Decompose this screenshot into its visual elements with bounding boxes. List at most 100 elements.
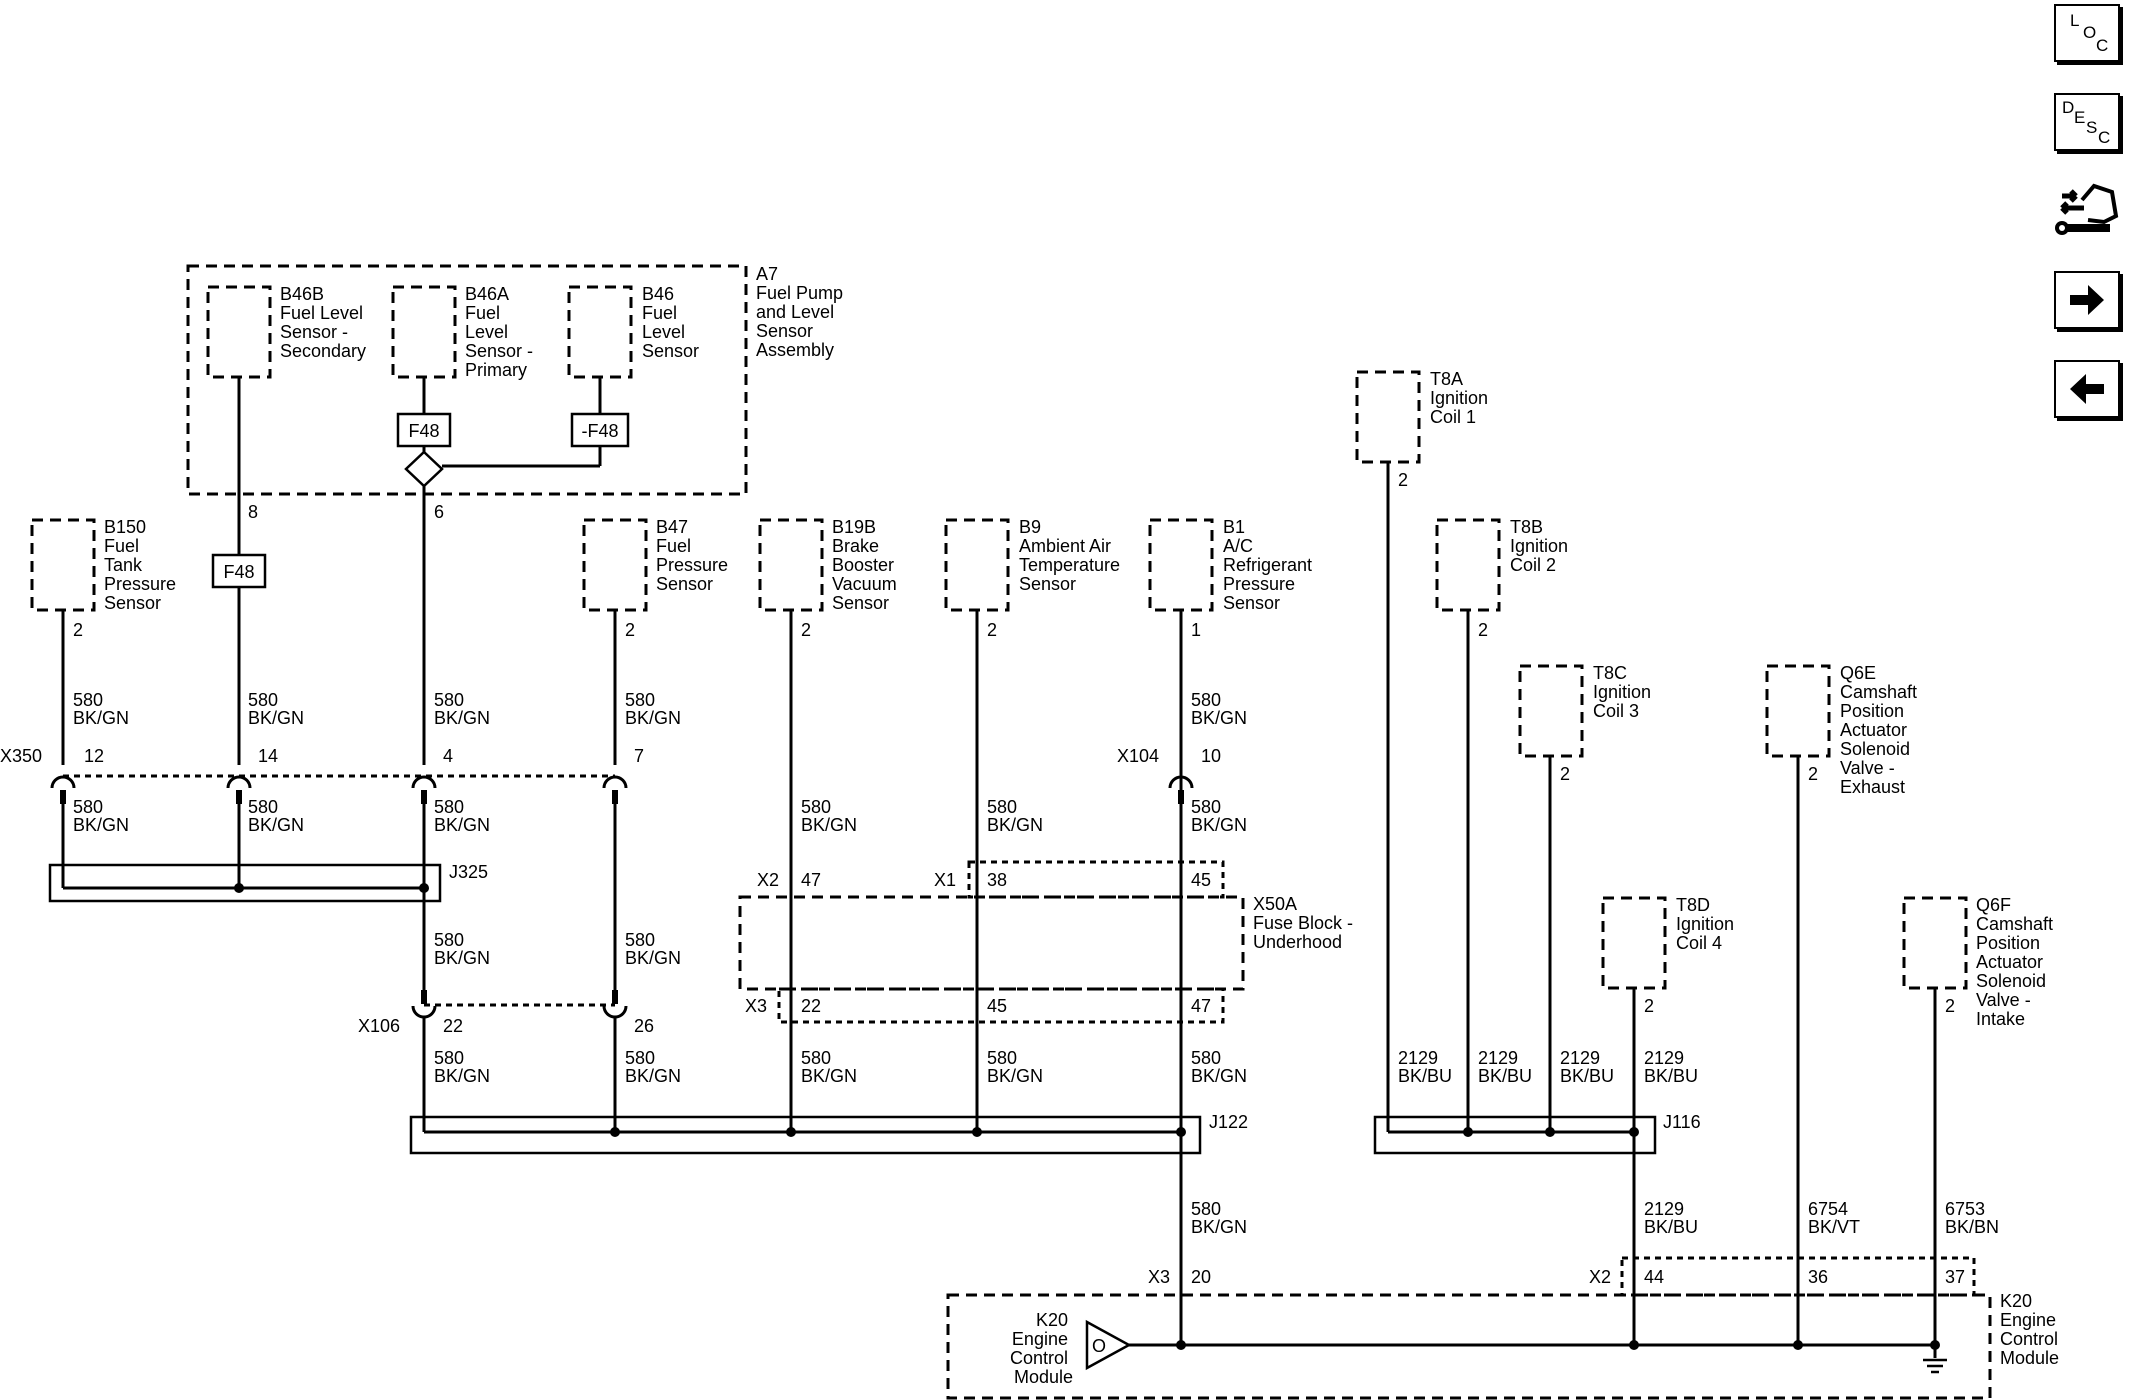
x3-fuse-pin-47: 47 bbox=[1191, 996, 1211, 1016]
t8a-coil-box bbox=[1355, 370, 1421, 464]
pin-q6f: 2 bbox=[1945, 996, 1955, 1016]
svg-text:BK/GN: BK/GN bbox=[625, 1066, 681, 1086]
connector-view-button[interactable] bbox=[2054, 182, 2120, 240]
svg-text:BK/GN: BK/GN bbox=[73, 815, 129, 835]
t8b-coil-box bbox=[1435, 518, 1501, 612]
svg-text:BK/GN: BK/GN bbox=[434, 708, 490, 728]
svg-text:580: 580 bbox=[434, 930, 464, 950]
b1-label: B1 A/C Refrigerant Pressure Sensor bbox=[1223, 517, 1317, 613]
svg-text:580: 580 bbox=[1191, 797, 1221, 817]
t8d-label: T8D Ignition Coil 4 bbox=[1676, 895, 1739, 953]
b46b-sensor-box bbox=[206, 285, 272, 379]
ground-icon bbox=[1923, 1358, 1947, 1374]
svg-text:BK/GN: BK/GN bbox=[625, 948, 681, 968]
svg-text:BK/BU: BK/BU bbox=[1478, 1066, 1532, 1086]
svg-text:580: 580 bbox=[987, 797, 1017, 817]
svg-text:BK/GN: BK/GN bbox=[987, 815, 1043, 835]
b150-sensor-box bbox=[30, 518, 96, 612]
svg-text:580: 580 bbox=[801, 1048, 831, 1068]
x3-fuse-pin-22: 22 bbox=[801, 996, 821, 1016]
x104-pin-10: 10 bbox=[1201, 746, 1221, 766]
b1-sensor-box bbox=[1148, 518, 1214, 612]
x3-fuse-pin-45: 45 bbox=[987, 996, 1007, 1016]
k20-label-right: K20 Engine Control Module bbox=[2000, 1291, 2063, 1368]
previous-button[interactable] bbox=[2054, 360, 2120, 418]
b19b-sensor-box bbox=[758, 518, 824, 612]
svg-text:2129: 2129 bbox=[1560, 1048, 1600, 1068]
a7-label: A7 Fuel Pump and Level Sensor Assembly bbox=[756, 264, 848, 360]
svg-text:BK/GN: BK/GN bbox=[1191, 1217, 1247, 1237]
x2-ecm-label: X2 bbox=[1589, 1267, 1611, 1287]
option-junction-diamond bbox=[404, 450, 444, 488]
arrow-left-icon bbox=[2070, 374, 2104, 404]
x350-connector-label: X350 bbox=[0, 746, 42, 766]
a7-assembly-box bbox=[186, 264, 748, 496]
svg-text:580: 580 bbox=[434, 797, 464, 817]
b47-sensor-box bbox=[582, 518, 648, 612]
svg-text:BK/BU: BK/BU bbox=[1398, 1066, 1452, 1086]
x104-connector-label: X104 bbox=[1117, 746, 1159, 766]
x50a-x1-connector bbox=[967, 860, 1225, 899]
pin-b1: 1 bbox=[1191, 620, 1201, 640]
x350-pin-14: 14 bbox=[258, 746, 278, 766]
pin-b47: 2 bbox=[625, 620, 635, 640]
x1-fuse-pin-38: 38 bbox=[987, 870, 1007, 890]
b46a-sensor-box bbox=[391, 285, 457, 379]
x350-pin-7: 7 bbox=[634, 746, 644, 766]
wire-labels-bottom: 580 BK/GN 580 BK/GN 580 BK/GN 580 BK/GN … bbox=[434, 1048, 1698, 1086]
pin-b9: 2 bbox=[987, 620, 997, 640]
svg-text:BK/BN: BK/BN bbox=[1945, 1217, 1999, 1237]
x50a-label: X50A Fuse Block - Underhood bbox=[1253, 894, 1358, 952]
svg-text:BK/BU: BK/BU bbox=[1644, 1217, 1698, 1237]
svg-text:580: 580 bbox=[987, 1048, 1017, 1068]
b9-sensor-box bbox=[944, 518, 1010, 612]
x106-pin-26: 26 bbox=[634, 1016, 654, 1036]
loc-button[interactable]: L O C bbox=[2054, 4, 2120, 62]
svg-text:BK/GN: BK/GN bbox=[1191, 1066, 1247, 1086]
wire-labels-lower: 580 BK/GN 580 BK/GN bbox=[434, 930, 681, 968]
t8c-coil-box bbox=[1518, 664, 1584, 758]
svg-text:BK/GN: BK/GN bbox=[801, 815, 857, 835]
svg-text:BK/GN: BK/GN bbox=[434, 948, 490, 968]
ecm-pin-20: 20 bbox=[1191, 1267, 1211, 1287]
diagram-toolbar: L O C D E S C bbox=[2054, 4, 2124, 449]
pin-t8d: 2 bbox=[1644, 996, 1654, 1016]
svg-text:BK/GN: BK/GN bbox=[73, 708, 129, 728]
b150-label: B150 Fuel Tank Pressure Sensor bbox=[104, 517, 181, 613]
svg-text:580: 580 bbox=[434, 1048, 464, 1068]
x1-fuse-pin-45: 45 bbox=[1191, 870, 1211, 890]
j325-label: J325 bbox=[449, 862, 488, 882]
x350-pin-4: 4 bbox=[443, 746, 453, 766]
connector-wrench-icon bbox=[2055, 183, 2119, 235]
svg-text:6754: 6754 bbox=[1808, 1199, 1848, 1219]
k20-x2-connector bbox=[1620, 1256, 1976, 1297]
svg-text:BK/BU: BK/BU bbox=[1644, 1066, 1698, 1086]
b46-label: B46 Fuel Level Sensor bbox=[642, 284, 699, 361]
x3-fuse-label: X3 bbox=[745, 996, 767, 1016]
ecm-comparator-label: O bbox=[1092, 1336, 1106, 1356]
j325-splice bbox=[48, 863, 442, 903]
svg-text:580: 580 bbox=[625, 690, 655, 710]
wire-labels-ecm: 580 BK/GN 2129 BK/BU 6754 BK/VT 6753 BK/… bbox=[1191, 1199, 1999, 1237]
svg-text:BK/GN: BK/GN bbox=[434, 815, 490, 835]
svg-text:580: 580 bbox=[1191, 1048, 1221, 1068]
pin-t8c: 2 bbox=[1560, 764, 1570, 784]
j116-splice bbox=[1373, 1115, 1657, 1155]
svg-text:580: 580 bbox=[1191, 690, 1221, 710]
ecm-comparator-symbol bbox=[1085, 1319, 1132, 1371]
next-button[interactable] bbox=[2054, 271, 2120, 329]
svg-text:BK/GN: BK/GN bbox=[248, 815, 304, 835]
b46-sensor-box bbox=[567, 285, 633, 379]
svg-text:2129: 2129 bbox=[1644, 1199, 1684, 1219]
svg-text:BK/BU: BK/BU bbox=[1560, 1066, 1614, 1086]
x350-pin-12: 12 bbox=[84, 746, 104, 766]
x3-ecm-label: X3 bbox=[1148, 1267, 1170, 1287]
pin-q6e: 2 bbox=[1808, 764, 1818, 784]
option-f48-label: F48 bbox=[408, 421, 439, 441]
arrow-right-icon bbox=[2070, 285, 2104, 315]
svg-text:BK/GN: BK/GN bbox=[987, 1066, 1043, 1086]
desc-button[interactable]: D E S C bbox=[2054, 93, 2120, 151]
t8b-label: T8B Ignition Coil 2 bbox=[1510, 517, 1573, 575]
j122-label: J122 bbox=[1209, 1112, 1248, 1132]
